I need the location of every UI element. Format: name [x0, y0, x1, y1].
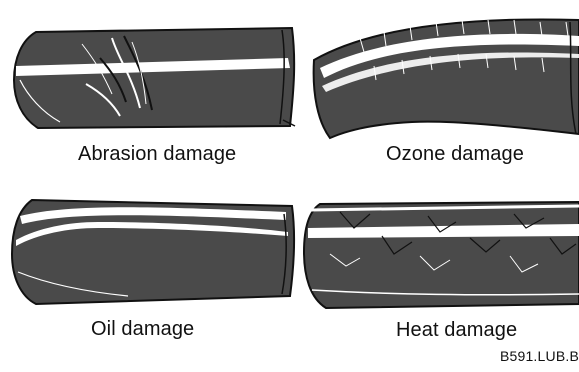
abrasion-hose-illustration	[8, 18, 308, 140]
abrasion-damage-label: Abrasion damage	[78, 144, 236, 164]
ozone-hose-illustration	[300, 8, 579, 140]
ozone-damage-label: Ozone damage	[386, 144, 524, 164]
heat-damage-label: Heat damage	[396, 320, 517, 340]
oil-damage-label: Oil damage	[91, 319, 194, 339]
oil-hose-illustration	[8, 192, 298, 306]
figure-reference-code: B591.LUB.B	[500, 348, 579, 364]
heat-hose-illustration	[300, 194, 579, 312]
